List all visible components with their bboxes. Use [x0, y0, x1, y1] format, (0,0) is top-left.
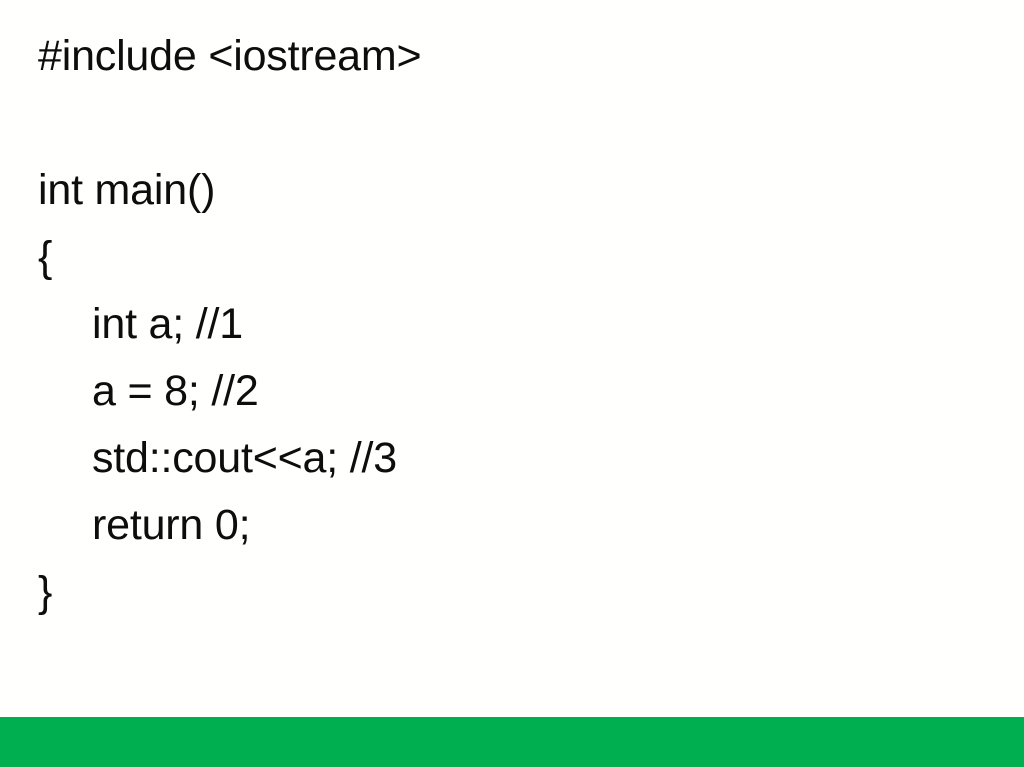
- footer-accent-bar: [0, 717, 1024, 767]
- code-line-cout: std::cout<<a; //3: [92, 434, 397, 482]
- code-line-return: return 0;: [92, 501, 251, 549]
- code-line-main-signature: int main(): [38, 166, 216, 214]
- code-line-close-brace: }: [38, 568, 53, 616]
- code-line-assignment: a = 8; //2: [92, 367, 259, 415]
- code-line-open-brace: {: [38, 233, 53, 281]
- code-line-declaration: int a; //1: [92, 300, 243, 348]
- code-line-blank: [0, 90, 1024, 157]
- code-block: #include <iostream> int main() { int a; …: [0, 23, 1024, 626]
- code-line-include: #include <iostream>: [38, 32, 422, 80]
